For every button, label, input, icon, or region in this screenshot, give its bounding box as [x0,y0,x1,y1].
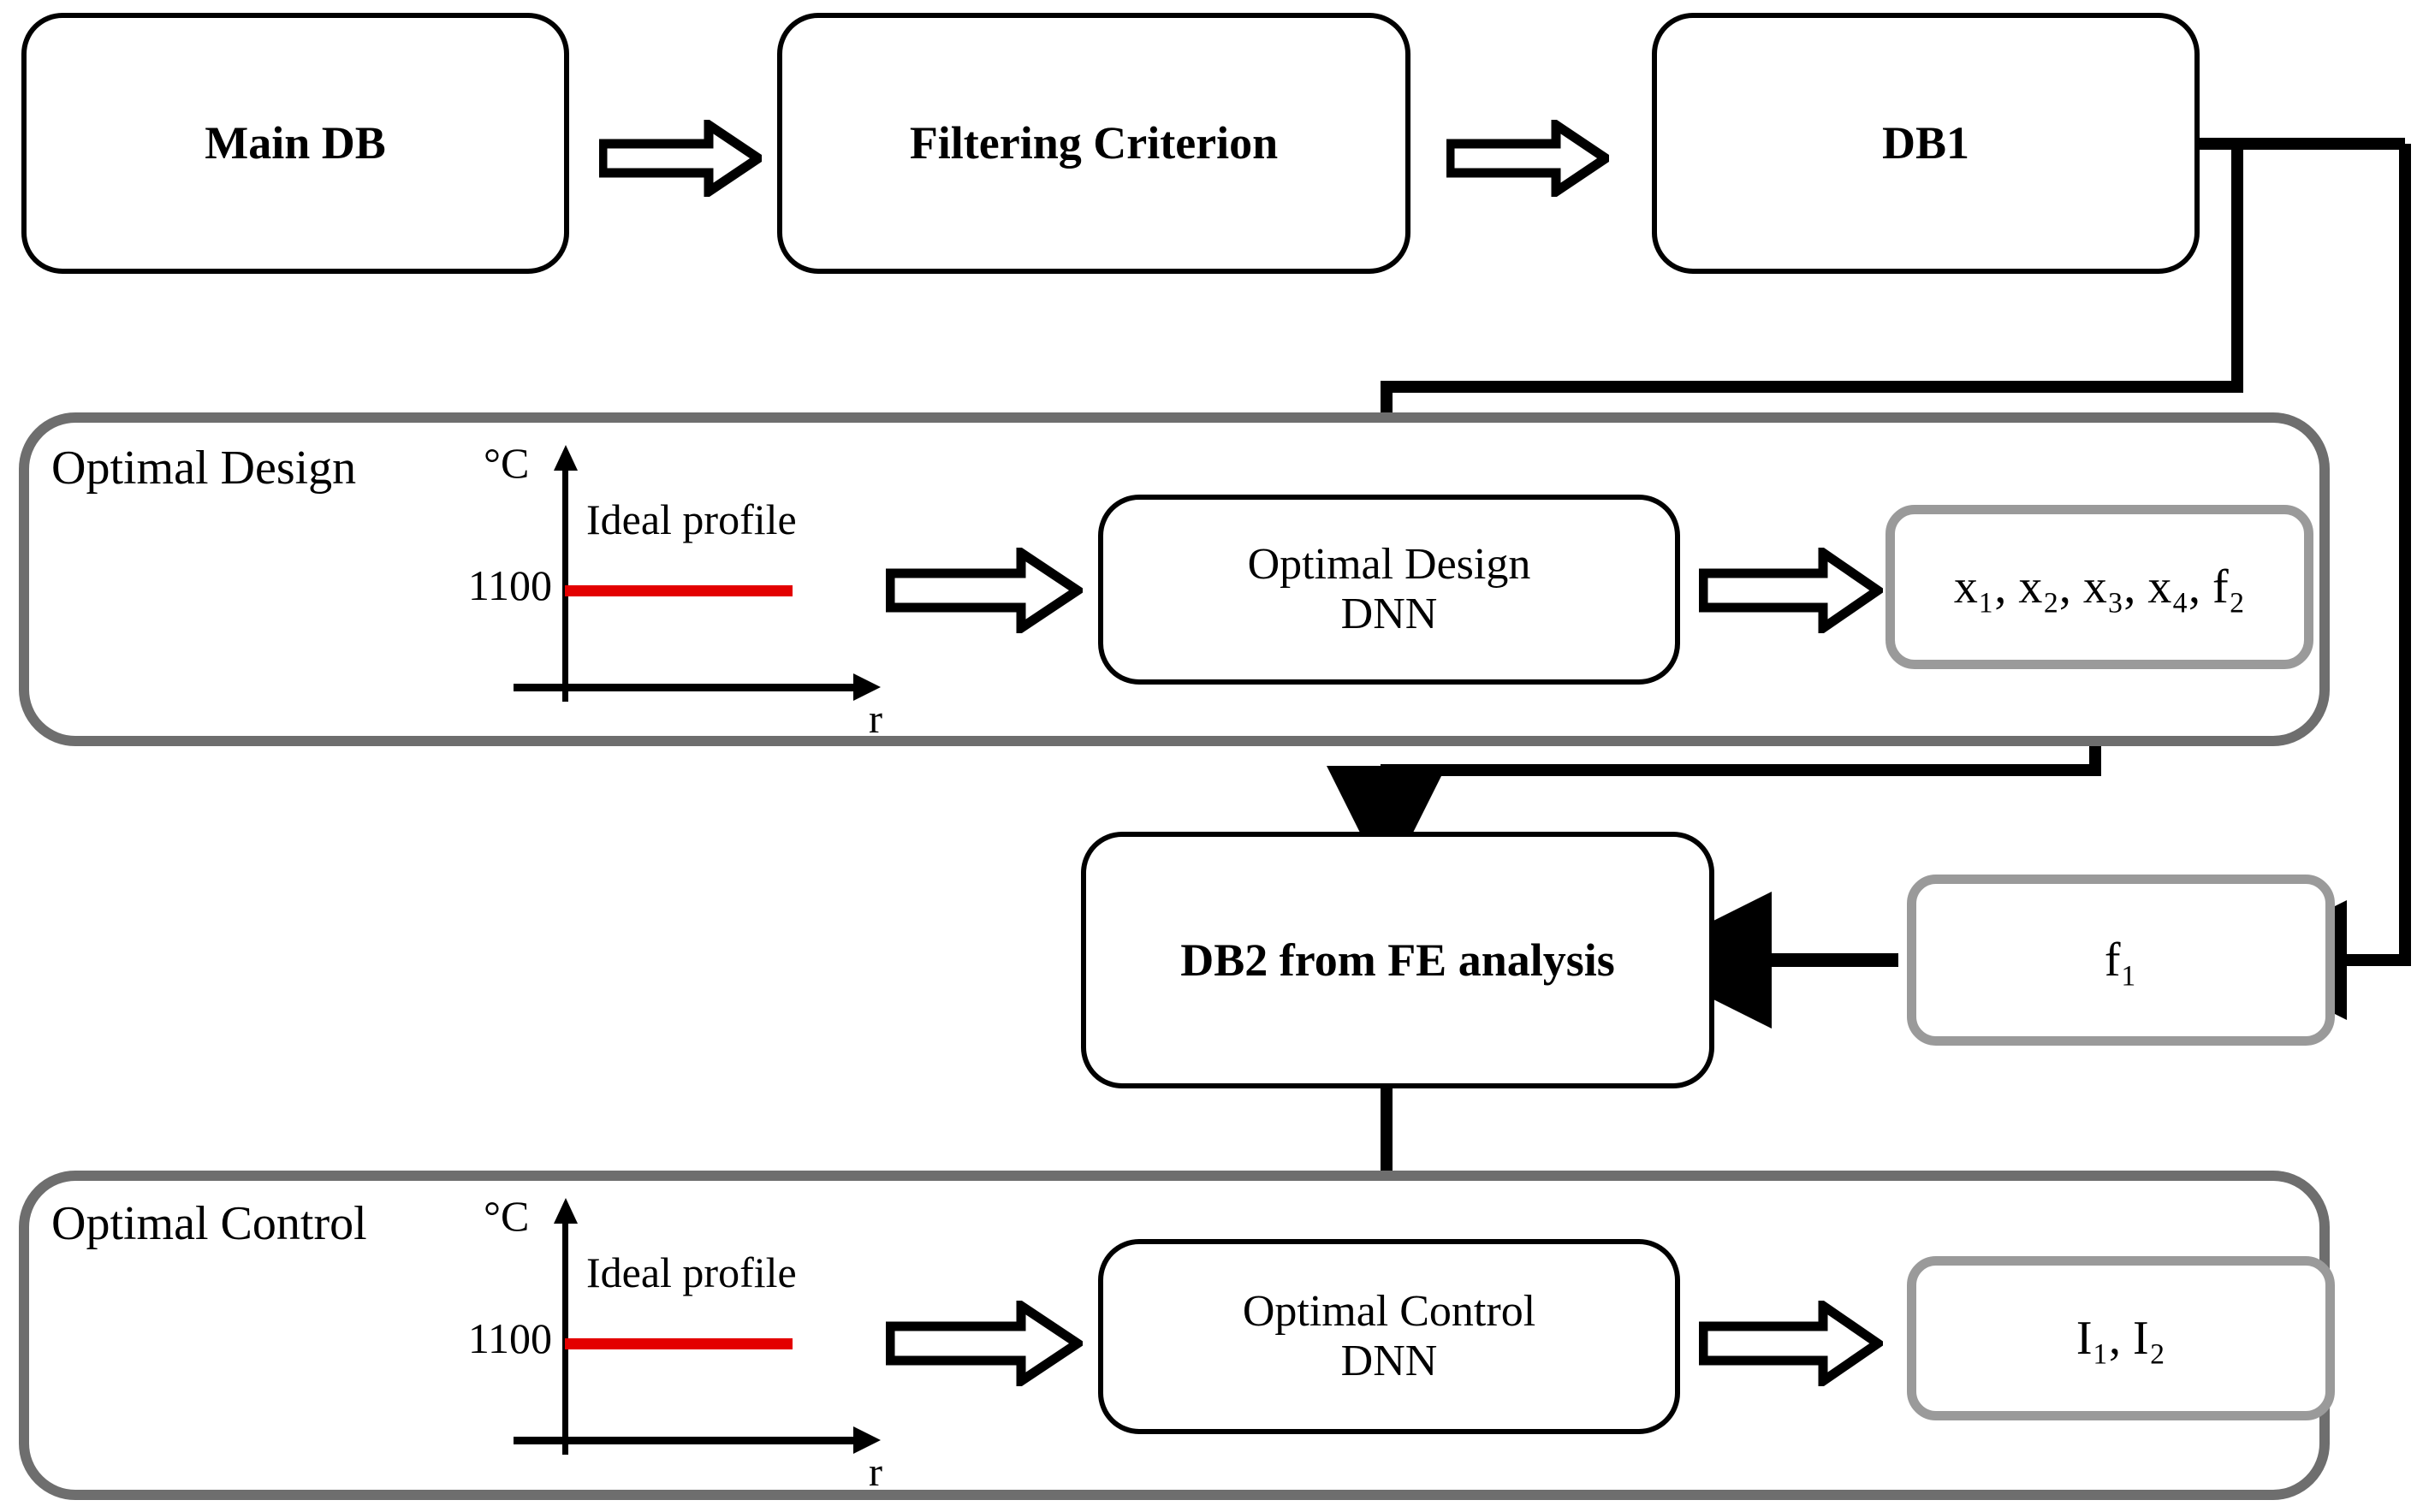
node-db2-label: DB2 from FE analysis [1180,934,1615,986]
node-db2-from-fe-analysis[interactable]: DB2 from FE analysis [1081,832,1714,1088]
arrow-main-db-to-filtering [599,120,762,197]
chart-y-axis [562,464,568,702]
node-main-db-label: Main DB [205,117,386,169]
chart-x-axis-arrowhead [853,1426,881,1454]
arrow-design-chart-to-dnn [886,548,1083,633]
node-control-outputs-label: I₁, I₂ [2076,1311,2166,1365]
chart-y-tick-1100: 1100 [467,1314,552,1362]
arrow-control-dnn-to-outputs [1699,1301,1883,1386]
chart-x-axis-arrowhead [853,673,881,701]
chart-x-axis [514,684,856,691]
mini-chart-optimal-control: °C Ideal profile 1100 r [468,1192,924,1495]
node-control-outputs[interactable]: I₁, I₂ [1907,1256,2335,1420]
chart-x-axis-label-r: r [869,697,882,742]
chart-y-axis [562,1217,568,1455]
arrow-filtering-to-db1 [1446,120,1609,197]
panel-optimal-design-label: Optimal Design [51,442,357,495]
node-db1-label: DB1 [1881,117,1969,169]
panel-optimal-control-label: Optimal Control [51,1197,367,1250]
node-f1-label: f₁ [2104,933,2138,987]
node-main-db[interactable]: Main DB [21,13,569,274]
node-optimal-control-dnn-line2: DNN [1340,1337,1438,1385]
node-optimal-control-dnn[interactable]: Optimal Control DNN [1098,1239,1680,1434]
arrow-control-chart-to-dnn [886,1301,1083,1386]
chart-y-tick-1100: 1100 [467,561,552,609]
node-optimal-design-dnn-line2: DNN [1340,590,1438,638]
chart-series-label-ideal-profile: Ideal profile [586,1248,797,1296]
chart-y-unit-label: °C [484,439,530,487]
chart-y-unit-label: °C [484,1192,530,1240]
chart-x-axis-label-r: r [869,1450,882,1495]
node-optimal-design-dnn-line1: Optimal Design [1247,539,1531,589]
node-optimal-control-dnn-line1: Optimal Control [1242,1286,1536,1336]
node-filtering-criterion-label: Filtering Criterion [909,117,1279,169]
mini-chart-optimal-design: °C Ideal profile 1100 r [468,439,924,742]
arrow-design-dnn-to-outputs [1699,548,1883,633]
chart-series-label-ideal-profile: Ideal profile [586,495,797,543]
node-db1[interactable]: DB1 [1652,13,2200,274]
node-optimal-design-dnn[interactable]: Optimal Design DNN [1098,495,1680,685]
node-f1[interactable]: f₁ [1907,875,2335,1046]
node-filtering-criterion[interactable]: Filtering Criterion [777,13,1410,274]
chart-x-axis [514,1437,856,1444]
node-design-outputs[interactable]: x₁, x₂, x₃, x₄, f₂ [1885,505,2313,669]
node-design-outputs-label: x₁, x₂, x₃, x₄, f₂ [1953,560,2246,614]
chart-ideal-profile-line [565,1338,793,1349]
chart-ideal-profile-line [565,585,793,596]
